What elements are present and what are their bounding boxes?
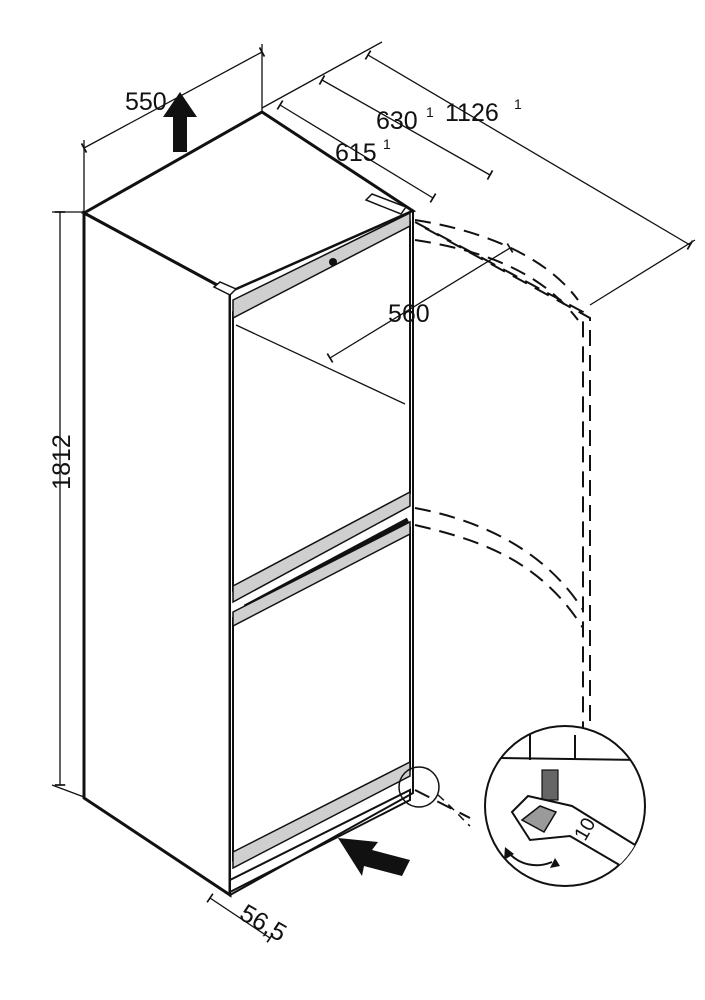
detail-source-circle: [398, 766, 440, 808]
depth-closed-note: 1: [383, 136, 391, 152]
depth-handle-note: 1: [426, 104, 434, 120]
depth-open-label: 1126: [445, 99, 499, 127]
height-label: 1812: [48, 434, 76, 490]
foot-offset-label: 56,5: [235, 899, 291, 948]
lower-door: [229, 520, 411, 893]
up-arrow-icon: [163, 92, 197, 152]
depth-closed-label: 615: [335, 139, 377, 167]
wrench-icon: 10: [510, 794, 642, 872]
door-lock-dot: [329, 258, 337, 266]
lower-door-top-edge: [232, 520, 411, 628]
rotate-arrows-icon: [504, 847, 560, 868]
door-inner-width-label: 560: [388, 300, 430, 328]
dimension-lines: [51, 41, 696, 943]
depth-open-note: 1: [514, 96, 522, 112]
push-arrow-icon: [338, 838, 410, 876]
lower-door-bottom-edge: [232, 760, 411, 870]
depth-handle-label: 630: [376, 107, 418, 135]
dimension-labels: 1812 550 615 1 630 1 1126 1 560 56,5: [48, 88, 522, 948]
width-label: 550: [125, 88, 167, 116]
upper-door-bottom-edge: [232, 490, 411, 604]
fridge-side: [82, 210, 232, 898]
foot-detail-callout: 10: [398, 725, 646, 887]
foot-screw: [541, 769, 559, 801]
hinge-top-left: [212, 281, 238, 296]
plinth: [229, 788, 411, 893]
